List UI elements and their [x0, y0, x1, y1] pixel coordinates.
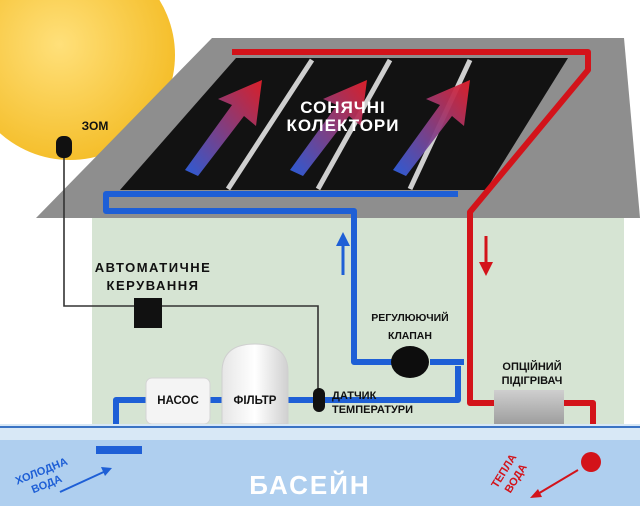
automatic-control-box	[134, 298, 162, 328]
sun	[0, 0, 175, 160]
panel-divider	[225, 58, 315, 191]
filter-label: ФІЛЬТР	[234, 395, 277, 407]
sensor-wire	[63, 150, 136, 307]
filter-tank	[221, 343, 289, 425]
down-arrow-icon	[479, 262, 493, 276]
flow-arrow	[185, 80, 262, 176]
panel-divider	[315, 58, 393, 191]
automatic-label-line1: АВТОМАТИЧНЕ	[95, 260, 212, 275]
warm-arrow-shaft	[535, 469, 579, 496]
valve-label-line1: РЕГУЛЮЮЧИЙ	[371, 311, 448, 324]
temp-label-line1: ДАТЧИК	[332, 390, 377, 402]
cold-supply-pipe-upper	[103, 191, 458, 365]
valve-label-line2: КЛАПАН	[388, 330, 432, 342]
flow-arrow	[290, 80, 367, 176]
cold-arrow-icon	[101, 467, 112, 476]
sun-sensor	[56, 136, 72, 158]
flow-arrow	[393, 80, 470, 176]
hot-water-pipe	[232, 49, 596, 424]
sun-sensor-label: ЗОМ	[82, 119, 109, 133]
cold-water-inlet	[96, 446, 142, 454]
collectors-title-line1: СОНЯЧНІ	[300, 98, 386, 117]
pump-label: НАСОС	[157, 395, 199, 407]
up-arrow-icon	[336, 232, 350, 246]
control-wire	[162, 305, 319, 392]
pool-label: БАСЕЙН	[249, 470, 370, 500]
cold-arrow-shaft	[59, 469, 109, 493]
heater-label-line1: ОПЦІЙНИЙ	[502, 360, 561, 373]
optional-heater	[494, 390, 564, 424]
collectors-title-line2: КОЛЕКТОРИ	[287, 116, 400, 135]
heater-label-line2: ПІДІГРІВАЧ	[502, 375, 563, 387]
automatic-label-line2: КЕРУВАННЯ	[107, 278, 200, 293]
warm-water-outlet	[581, 452, 601, 472]
temperature-sensor	[313, 388, 325, 412]
regulating-valve	[391, 346, 429, 378]
temp-label-line2: ТЕМПЕРАТУРИ	[332, 404, 413, 416]
warm-arrow-icon	[530, 489, 542, 498]
